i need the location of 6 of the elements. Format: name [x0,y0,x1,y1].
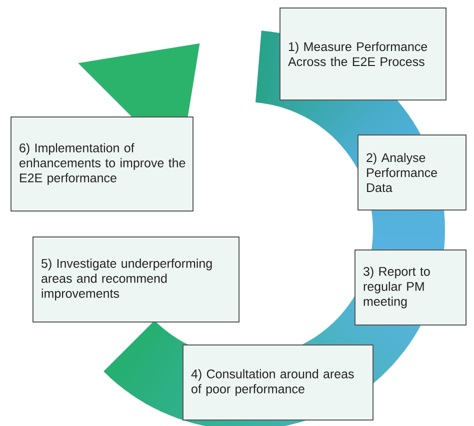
step-box: 1) Measure Performance Across the E2E Process [280,8,446,100]
step-box: 2) Analyse Performance Data [358,134,466,210]
step-box: 4) Consultation around areas of poor performance [182,344,374,420]
step-box: 5) Investigate underperforming areas and recommend improvements [32,236,240,322]
step-box: 6) Implementation of enhancements to improve the E2E performance [10,116,194,212]
step-box: 3) Report to regular PM meeting [354,250,466,326]
